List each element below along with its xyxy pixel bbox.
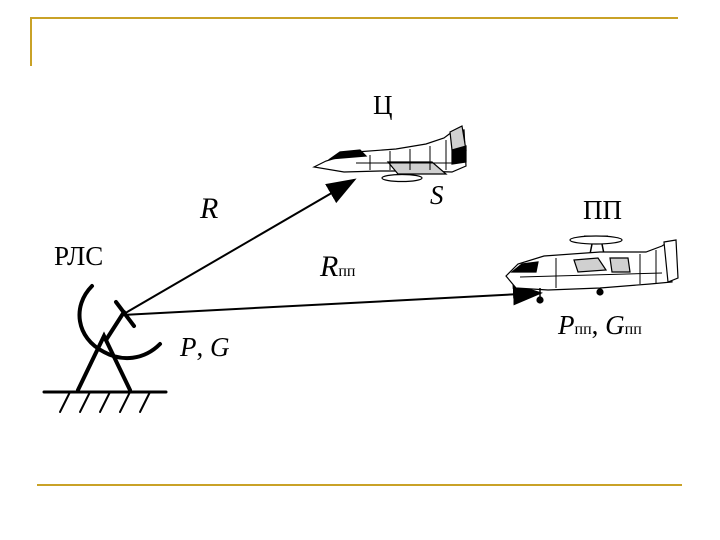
- frame-left-tick: [30, 17, 32, 66]
- target-label: Ц: [373, 90, 393, 120]
- radar-params-label: P, G: [180, 332, 230, 362]
- range-arrow-to-target: [121, 178, 357, 316]
- jammer-label: ПП: [583, 195, 622, 225]
- range-arrow-to-jammer: [121, 283, 543, 316]
- range-target-label: R: [200, 192, 219, 225]
- jammer-params-label: Pпп, Gпп: [558, 310, 642, 340]
- radar-label: РЛС: [54, 241, 104, 271]
- radar-antenna-icon: [42, 284, 168, 413]
- cross-section-label: S: [430, 180, 444, 210]
- fighter-jet-icon: [312, 125, 467, 183]
- range-jammer-label: Rпп: [320, 250, 356, 283]
- frame-bottom-line: [37, 484, 682, 486]
- awacs-aircraft-icon: [505, 235, 679, 304]
- frame-top-line: [30, 17, 678, 19]
